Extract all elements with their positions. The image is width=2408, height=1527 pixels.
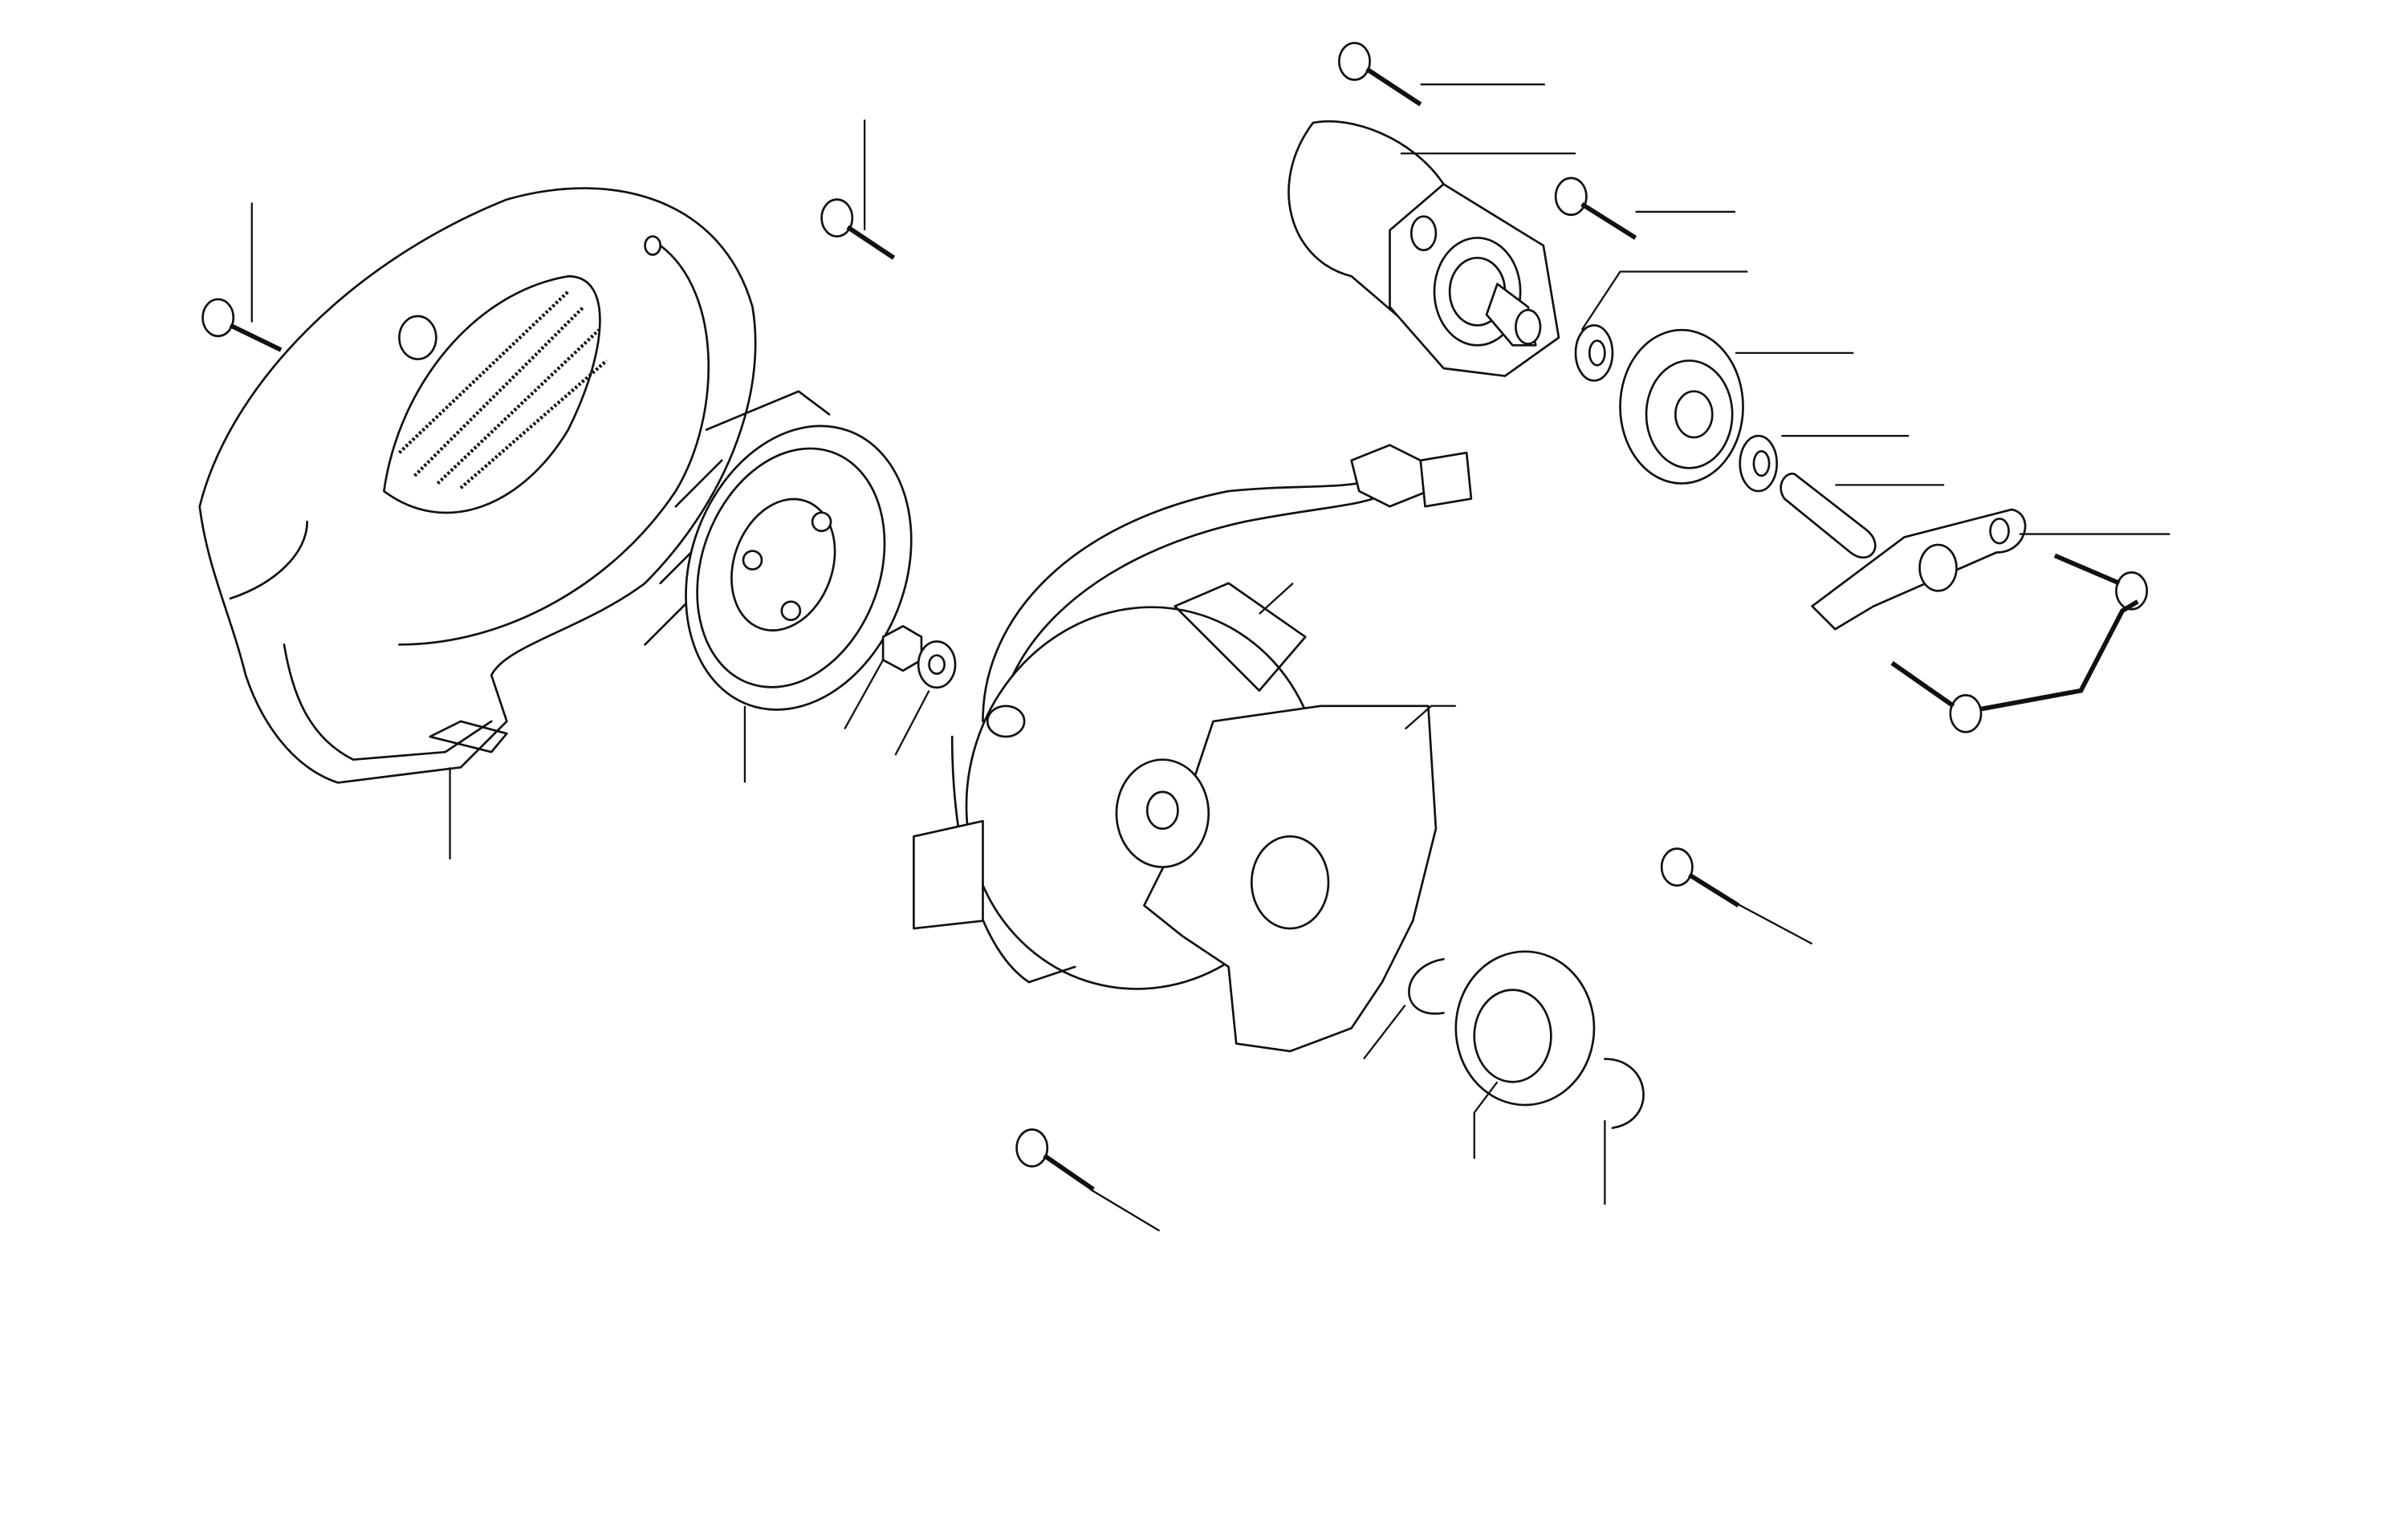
starter-gear-set <box>1574 324 2027 631</box>
screw-right <box>1660 847 1740 908</box>
flywheel-fan <box>644 390 913 711</box>
bearing <box>1454 950 1596 1107</box>
nut-and-washer <box>881 624 957 689</box>
fan-cover <box>198 187 757 784</box>
stator-assembly <box>913 444 1473 1053</box>
screw-bottom <box>1015 1128 1095 1192</box>
screw-self-tapping <box>201 298 283 352</box>
screw-motor <box>1554 177 1637 240</box>
screw-bracket-2 <box>1890 660 1983 733</box>
circlip-left <box>1408 958 1445 1015</box>
leader-lines <box>250 83 2170 1232</box>
screws <box>201 42 2149 1192</box>
screw-bracket-1 <box>2053 553 2149 611</box>
screw-fan <box>820 198 896 260</box>
screw-top <box>1338 42 1422 107</box>
starter-motor <box>1287 120 1560 377</box>
circlip-right <box>1604 1058 1645 1130</box>
